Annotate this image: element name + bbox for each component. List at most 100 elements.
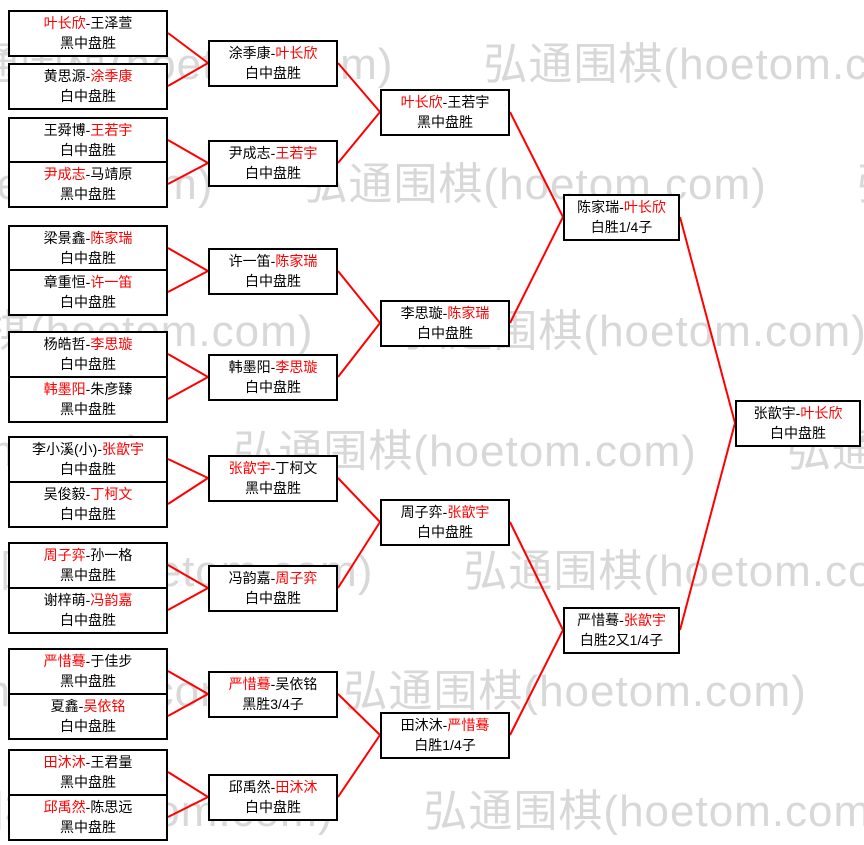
match-players: 张歆宇-丁柯文 (228, 460, 318, 476)
match-box-quarterfinal-3: 周子弈-张歆宇白中盘胜 (380, 498, 510, 546)
player-name: 于佳步 (90, 653, 133, 669)
connector-line (509, 216, 564, 324)
winner-name[interactable]: 张歆宇 (228, 460, 271, 476)
player-name: 马靖原 (90, 166, 133, 182)
winner-name[interactable]: 陈家瑞 (275, 253, 318, 269)
winner-name[interactable]: 叶长欣 (800, 405, 843, 421)
connector-line (167, 139, 209, 164)
connector-line (167, 376, 209, 400)
winner-name[interactable]: 王若宇 (275, 145, 318, 161)
player-name: 朱彦臻 (90, 381, 133, 397)
player-name: 王舜博 (43, 122, 86, 138)
winner-name[interactable]: 田沐沐 (43, 754, 86, 770)
winner-name[interactable]: 陈家瑞 (90, 230, 133, 246)
match-result: 黑中盘胜 (60, 401, 116, 417)
winner-name[interactable]: 叶长欣 (43, 15, 86, 31)
winner-name[interactable]: 尹成志 (43, 166, 86, 182)
winner-name[interactable]: 李思璇 (90, 336, 133, 352)
connector-line (167, 670, 209, 695)
connector-line (167, 458, 209, 479)
match-result: 白中盘胜 (60, 294, 116, 310)
connector-line (167, 796, 209, 818)
match-players: 韩墨阳-李思璇 (228, 359, 318, 375)
connector-line (167, 247, 209, 272)
winner-name[interactable]: 周子弈 (43, 547, 86, 563)
player-name: 陈思远 (90, 799, 133, 815)
connector-line (337, 111, 381, 164)
match-players: 章重恒-许一笛 (43, 274, 133, 290)
winner-name[interactable]: 严惜蓦 (447, 717, 490, 733)
connector-line (167, 162, 209, 185)
player-name: 周子弈 (400, 504, 443, 520)
winner-name[interactable]: 许一笛 (90, 274, 133, 290)
player-name: 孙一格 (90, 547, 133, 563)
match-box-round2-7: 严惜蓦-吴依铭黑胜3/4子 (208, 670, 338, 718)
match-box-quarterfinal-1: 叶长欣-王若宇黑中盘胜 (380, 88, 510, 136)
match-players: 韩墨阳-朱彦臻 (43, 381, 133, 397)
player-name: 尹成志 (228, 145, 271, 161)
match-result: 黑中盘胜 (60, 35, 116, 51)
match-players: 严惜蓦-张歆宇 (577, 612, 666, 628)
match-result: 白中盘胜 (770, 425, 826, 441)
winner-name[interactable]: 邱禹然 (43, 799, 86, 815)
connector-line (167, 32, 209, 64)
winner-name[interactable]: 严惜蓦 (228, 676, 271, 692)
winner-name[interactable]: 吴依铭 (83, 698, 126, 714)
match-box-round1-10: 吴俊毅-丁柯文白中盘胜 (8, 480, 168, 528)
winner-name[interactable]: 田沐沐 (275, 779, 318, 795)
match-players: 黄思源-涂季康 (43, 68, 133, 84)
winner-name[interactable]: 叶长欣 (623, 199, 666, 215)
winner-name[interactable]: 涂季康 (90, 68, 133, 84)
match-players: 陈家瑞-叶长欣 (577, 199, 666, 215)
match-players: 王舜博-王若宇 (43, 122, 133, 138)
connector-line (337, 693, 381, 736)
match-result: 白中盘胜 (60, 88, 116, 104)
winner-name[interactable]: 严惜蓦 (43, 653, 86, 669)
match-players: 许一笛-陈家瑞 (228, 253, 318, 269)
winner-name[interactable]: 张歆宇 (447, 504, 490, 520)
match-box-round1-3: 王舜博-王若宇白中盘胜 (8, 116, 168, 164)
connector-line (167, 771, 209, 798)
match-result: 白中盘胜 (245, 165, 301, 181)
match-players: 梁景鑫-陈家瑞 (43, 230, 133, 246)
match-box-semifinal-2: 严惜蓦-张歆宇白胜2又1/4子 (563, 606, 680, 654)
winner-name[interactable]: 叶长欣 (400, 94, 443, 110)
match-players: 田沐沐-王君量 (43, 754, 133, 770)
player-name: 吴依铭 (275, 676, 318, 692)
match-result: 白胜2又1/4子 (579, 632, 664, 648)
match-box-final-1: 张歆宇-叶长欣白中盘胜 (735, 399, 861, 447)
match-box-round1-9: 李小溪(小)-张歆宇白中盘胜 (8, 435, 168, 483)
winner-name[interactable]: 李思璇 (275, 359, 318, 375)
match-players: 严惜蓦-于佳步 (43, 653, 133, 669)
winner-name[interactable]: 丁柯文 (90, 486, 133, 502)
winner-name[interactable]: 韩墨阳 (43, 381, 86, 397)
match-result: 白中盘胜 (60, 506, 116, 522)
winner-name[interactable]: 张歆宇 (623, 612, 666, 628)
match-result: 白中盘胜 (245, 799, 301, 815)
winner-name[interactable]: 叶长欣 (275, 45, 318, 61)
match-result: 黑中盘胜 (417, 114, 473, 130)
winner-name[interactable]: 陈家瑞 (447, 305, 490, 321)
match-result: 黑中盘胜 (60, 774, 116, 790)
player-name: 章重恒 (43, 274, 86, 290)
match-result: 黑中盘胜 (245, 480, 301, 496)
winner-name[interactable]: 张歆宇 (102, 441, 144, 457)
match-box-semifinal-1: 陈家瑞-叶长欣白胜1/4子 (563, 193, 680, 241)
match-players: 邱禹然-陈思远 (43, 799, 133, 815)
match-box-round2-3: 许一笛-陈家瑞白中盘胜 (208, 247, 338, 295)
match-players: 周子弈-孙一格 (43, 547, 133, 563)
match-box-round1-4: 尹成志-马靖原黑中盘胜 (8, 160, 168, 208)
match-players: 谢梓萌-冯韵嘉 (43, 592, 133, 608)
connector-line (167, 270, 209, 293)
match-result: 白胜1/4子 (414, 737, 476, 753)
winner-name[interactable]: 王若宇 (90, 122, 133, 138)
match-result: 白中盘胜 (245, 590, 301, 606)
winner-name[interactable]: 周子弈 (275, 570, 318, 586)
match-result: 白中盘胜 (245, 273, 301, 289)
winner-name[interactable]: 冯韵嘉 (90, 592, 133, 608)
player-name: 黄思源 (43, 68, 86, 84)
match-box-round2-8: 邱禹然-田沐沐白中盘胜 (208, 773, 338, 821)
match-players: 田沐沐-严惜蓦 (400, 717, 490, 733)
